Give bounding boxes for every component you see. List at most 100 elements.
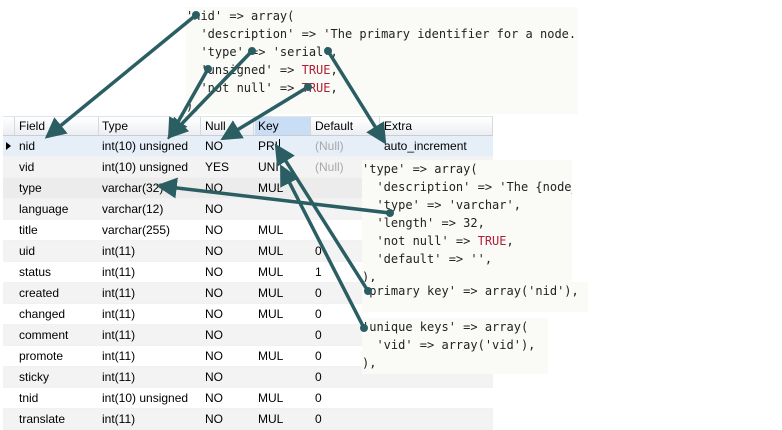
cell-type[interactable]: int(10) unsigned: [102, 391, 189, 405]
cell-key[interactable]: MUL: [258, 181, 284, 195]
cell-type[interactable]: int(11): [102, 412, 136, 426]
code-line: ),: [186, 99, 201, 113]
row-indicator[interactable]: [3, 220, 15, 240]
cell-key[interactable]: MUL: [258, 307, 284, 321]
cell-extra[interactable]: [381, 409, 493, 429]
cell-null[interactable]: NO: [205, 139, 223, 153]
cell-key[interactable]: [255, 367, 311, 387]
cell-key[interactable]: PRI: [258, 139, 281, 153]
table-row[interactable]: translate int(11) NO MUL 0: [3, 409, 493, 430]
cell-field[interactable]: status: [19, 265, 52, 279]
cell-null[interactable]: NO: [205, 349, 223, 363]
cell-null[interactable]: YES: [205, 160, 230, 174]
cell-field[interactable]: type: [19, 181, 42, 195]
cell-key[interactable]: MUL: [258, 223, 284, 237]
code-line: 'default' => '',: [362, 252, 493, 266]
row-indicator[interactable]: [3, 199, 15, 219]
cell-key[interactable]: [255, 199, 311, 219]
cell-field[interactable]: comment: [19, 328, 69, 342]
cell-key[interactable]: [255, 325, 311, 345]
row-indicator[interactable]: [3, 367, 15, 387]
cell-type[interactable]: int(11): [102, 286, 136, 300]
cell-null[interactable]: NO: [205, 370, 223, 384]
cell-null[interactable]: NO: [205, 328, 223, 342]
cell-null[interactable]: NO: [205, 412, 223, 426]
code-line: 'primary key' => array('nid'),: [362, 284, 579, 298]
cell-key[interactable]: MUL: [258, 244, 284, 258]
cell-type[interactable]: varchar(255): [102, 223, 171, 237]
cell-null[interactable]: NO: [205, 286, 223, 300]
cell-type[interactable]: int(11): [102, 328, 136, 342]
cell-key[interactable]: MUL: [258, 391, 284, 405]
code-type-definition: 'type' => array( 'description' => 'The {…: [362, 160, 572, 286]
table-row[interactable]: promote int(11) NO MUL 0: [3, 346, 493, 367]
cell-default[interactable]: 0: [315, 391, 322, 405]
cell-type[interactable]: int(11): [102, 244, 136, 258]
cell-field[interactable]: nid: [19, 139, 36, 153]
code-line: 'unique keys' => array(: [362, 320, 529, 334]
cell-type[interactable]: int(10) unsigned: [102, 160, 189, 174]
cell-extra[interactable]: [381, 388, 493, 408]
cell-field[interactable]: changed: [19, 307, 66, 321]
cell-type[interactable]: varchar(12): [102, 202, 164, 216]
cell-null[interactable]: NO: [205, 244, 223, 258]
row-indicator[interactable]: [3, 304, 15, 324]
column-header-field[interactable]: Field: [16, 117, 99, 135]
column-header-default[interactable]: Default: [312, 117, 380, 135]
cell-key[interactable]: MUL: [258, 349, 284, 363]
row-indicator[interactable]: [3, 283, 15, 303]
cell-type[interactable]: int(11): [102, 265, 136, 279]
row-indicator[interactable]: [3, 388, 15, 408]
cell-null[interactable]: NO: [205, 307, 223, 321]
cell-field[interactable]: uid: [19, 244, 36, 258]
cell-field[interactable]: title: [19, 223, 38, 237]
code-line: 'unsigned' => TRUE,: [186, 63, 338, 77]
cell-field[interactable]: sticky: [19, 370, 49, 384]
cell-null[interactable]: NO: [205, 223, 223, 237]
cell-key[interactable]: MUL: [258, 412, 284, 426]
cell-null[interactable]: NO: [205, 391, 223, 405]
table-row[interactable]: tnid int(10) unsigned NO MUL 0: [3, 388, 493, 409]
cell-key[interactable]: MUL: [258, 265, 284, 279]
text-cursor: [279, 139, 281, 152]
column-header-type[interactable]: Type: [99, 117, 201, 135]
column-header-key[interactable]: Key: [255, 117, 311, 135]
cell-key[interactable]: MUL: [258, 286, 284, 300]
cell-type[interactable]: int(10) unsigned: [102, 139, 189, 153]
row-indicator[interactable]: [3, 325, 15, 345]
cell-default[interactable]: 0: [315, 412, 322, 426]
row-indicator[interactable]: [3, 157, 15, 177]
cell-default[interactable]: 0: [315, 370, 322, 384]
cell-default[interactable]: 0: [315, 349, 322, 363]
cell-null[interactable]: NO: [205, 265, 223, 279]
table-row[interactable]: nid int(10) unsigned NO PRI (Null) auto_incre…: [3, 136, 493, 157]
code-line: 'type' => 'serial',: [186, 45, 338, 59]
cell-type[interactable]: int(11): [102, 370, 136, 384]
cell-extra[interactable]: auto_increment: [384, 139, 467, 153]
cell-field[interactable]: language: [19, 202, 69, 216]
cell-default[interactable]: (Null): [315, 139, 344, 153]
cell-field[interactable]: created: [19, 286, 60, 300]
cell-type[interactable]: int(11): [102, 307, 136, 321]
cell-field[interactable]: translate: [19, 412, 66, 426]
row-indicator[interactable]: [3, 346, 15, 366]
column-header-extra[interactable]: Extra: [381, 117, 493, 135]
cell-field[interactable]: tnid: [19, 391, 39, 405]
cell-default[interactable]: 0: [315, 328, 322, 342]
cell-type[interactable]: int(11): [102, 349, 136, 363]
cell-type[interactable]: varchar(32): [102, 181, 164, 195]
row-indicator[interactable]: [3, 409, 15, 429]
cell-field[interactable]: vid: [19, 160, 35, 174]
cell-field[interactable]: promote: [19, 349, 64, 363]
code-line: ),: [362, 356, 377, 370]
cell-key[interactable]: UNI: [258, 160, 279, 174]
column-header-null[interactable]: Null: [202, 117, 254, 135]
code-line: 'nid' => array(: [186, 9, 295, 23]
row-indicator[interactable]: [3, 178, 15, 198]
grid-header: Field Type Null Key Default Extra: [3, 116, 493, 136]
cell-null[interactable]: NO: [205, 202, 223, 216]
cell-null[interactable]: NO: [205, 181, 223, 195]
row-indicator[interactable]: [3, 241, 15, 261]
row-indicator[interactable]: [3, 136, 15, 156]
row-indicator[interactable]: [3, 262, 15, 282]
